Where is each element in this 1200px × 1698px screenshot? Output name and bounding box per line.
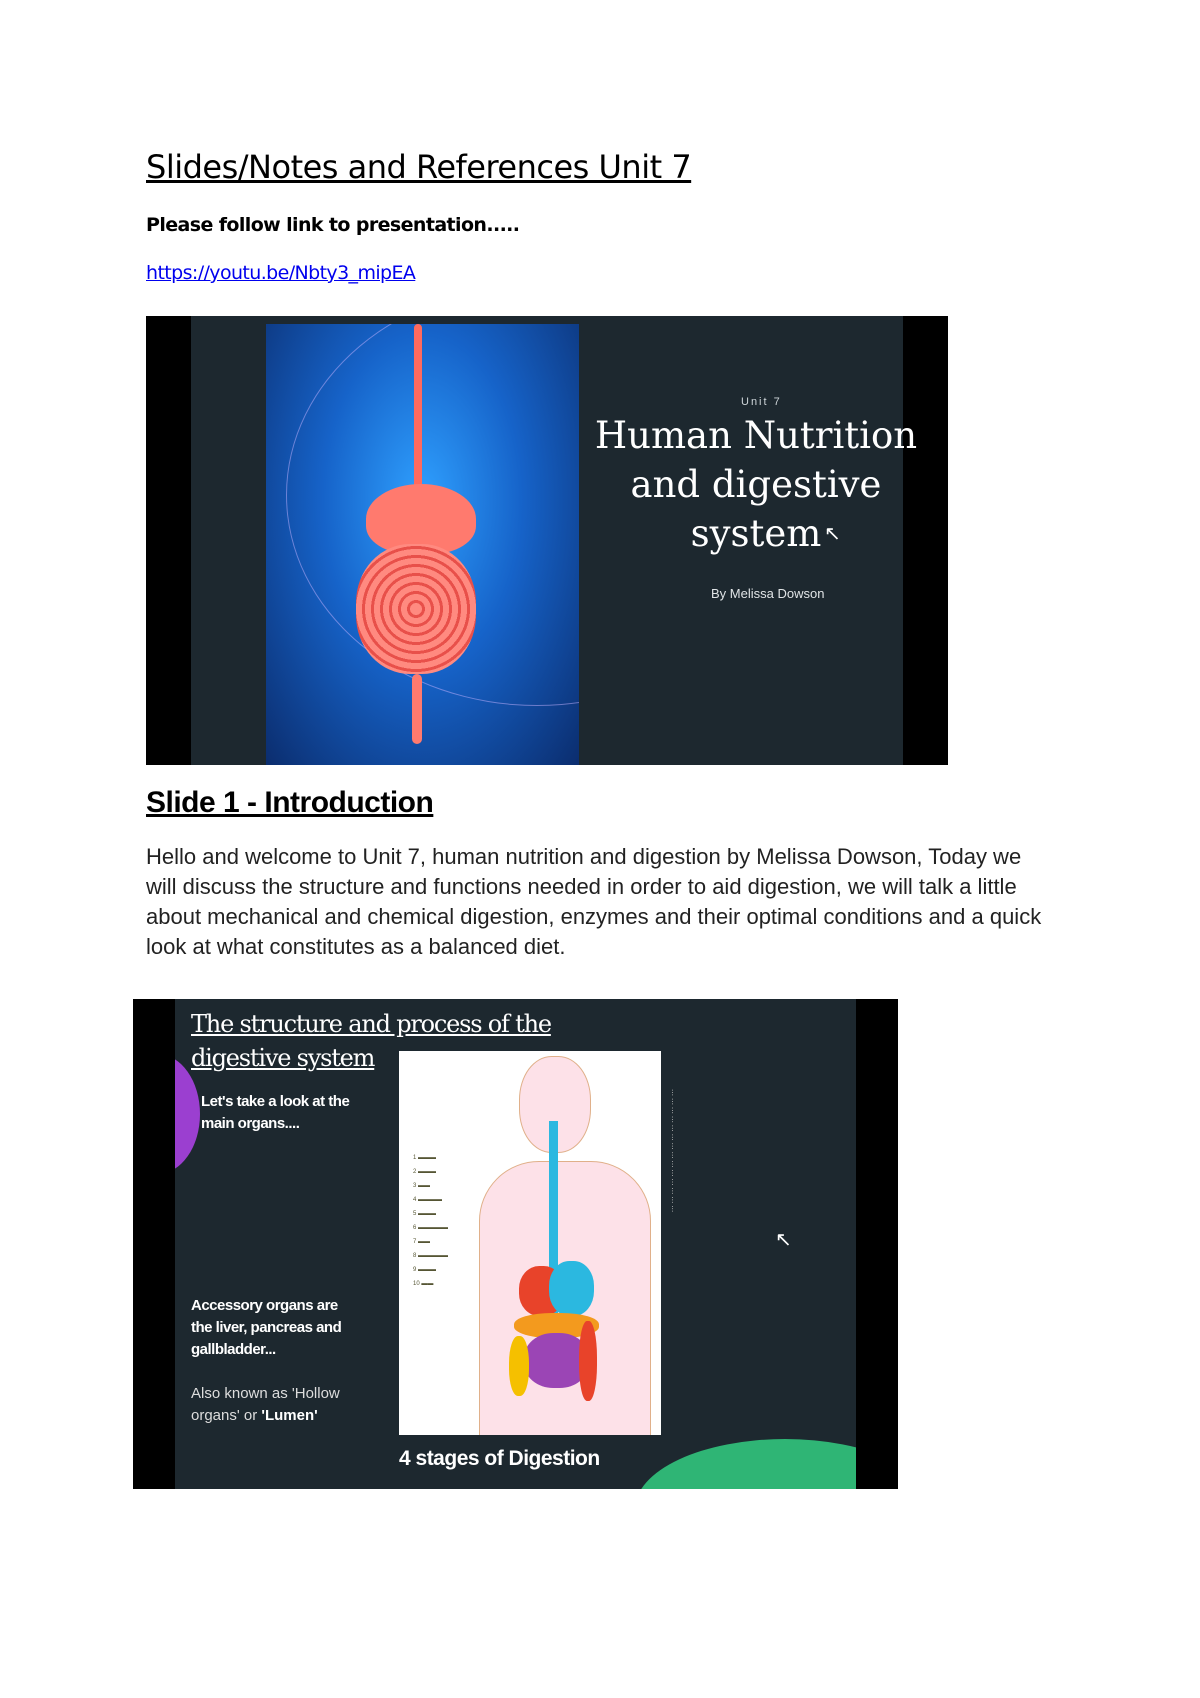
slide-2-accessory: Accessory organs are the liver, pancreas… [191,1297,342,1358]
slide-2-title: The structure and process of the digesti… [191,1010,552,1072]
slide-2-image: The structure and process of the digesti… [133,999,898,1489]
slide-2-bottom-text: 4 stages of Digestion [399,1447,600,1470]
slide-2-also-known: Also known as 'Hollow organs' or 'Lumen' [191,1383,351,1427]
mouse-pointer-icon: ↖ [775,1229,792,1251]
esophagus [414,324,422,504]
green-decoration [635,1439,856,1489]
intro-line: Please follow link to presentation..... [146,214,520,236]
stomach [366,484,476,554]
lumen-text: 'Lumen' [261,1407,318,1424]
stomach [549,1261,594,1316]
document-title: Slides/Notes and References Unit 7 [146,148,692,186]
descending-colon [579,1321,597,1401]
ascending-colon [509,1336,529,1396]
also-known-text: Also known as 'Hollow organs' or [191,1385,340,1424]
slide-1-title: Human Nutrition and digestive system [594,414,918,555]
mouse-pointer-icon: ↖ [824,523,841,545]
slide-1-byline: By Melissa Dowson [711,586,825,601]
organ-legend: 1 ▬▬▬2 ▬▬▬3 ▬▬4 ▬▬▬▬5 ▬▬▬6 ▬▬▬▬▬7 ▬▬8 ▬▬… [413,1155,449,1287]
diagram-caption: ⋯ ⋯ ⋯ ⋯ ⋯ ⋯ ⋯ ⋯ ⋯ ⋯ ⋯ ⋯ ⋯ ⋯ [668,1089,675,1213]
digestive-diagram: 1 ▬▬▬2 ▬▬▬3 ▬▬4 ▬▬▬▬5 ▬▬▬6 ▬▬▬▬▬7 ▬▬8 ▬▬… [399,1051,661,1435]
slide-1-image: Unit 7 Human Nutrition and digestive sys… [146,316,948,765]
section-paragraph: Hello and welcome to Unit 7, human nutri… [146,844,1042,959]
rectum [412,674,422,744]
digestive-system-illustration [266,324,579,765]
presentation-link[interactable]: https://youtu.be/Nbty3_mipEA [146,262,416,284]
intestines [356,544,476,674]
slide-2-panel: The structure and process of the digesti… [175,999,856,1489]
section-heading: Slide 1 - Introduction [146,786,434,819]
slide-1-unit-label: Unit 7 [741,396,782,408]
slide-1-panel: Unit 7 Human Nutrition and digestive sys… [191,316,917,765]
small-intestine [524,1333,589,1388]
slide-2-lead: Let's take a look at the main organs.... [201,1093,350,1132]
esophagus [549,1121,558,1341]
